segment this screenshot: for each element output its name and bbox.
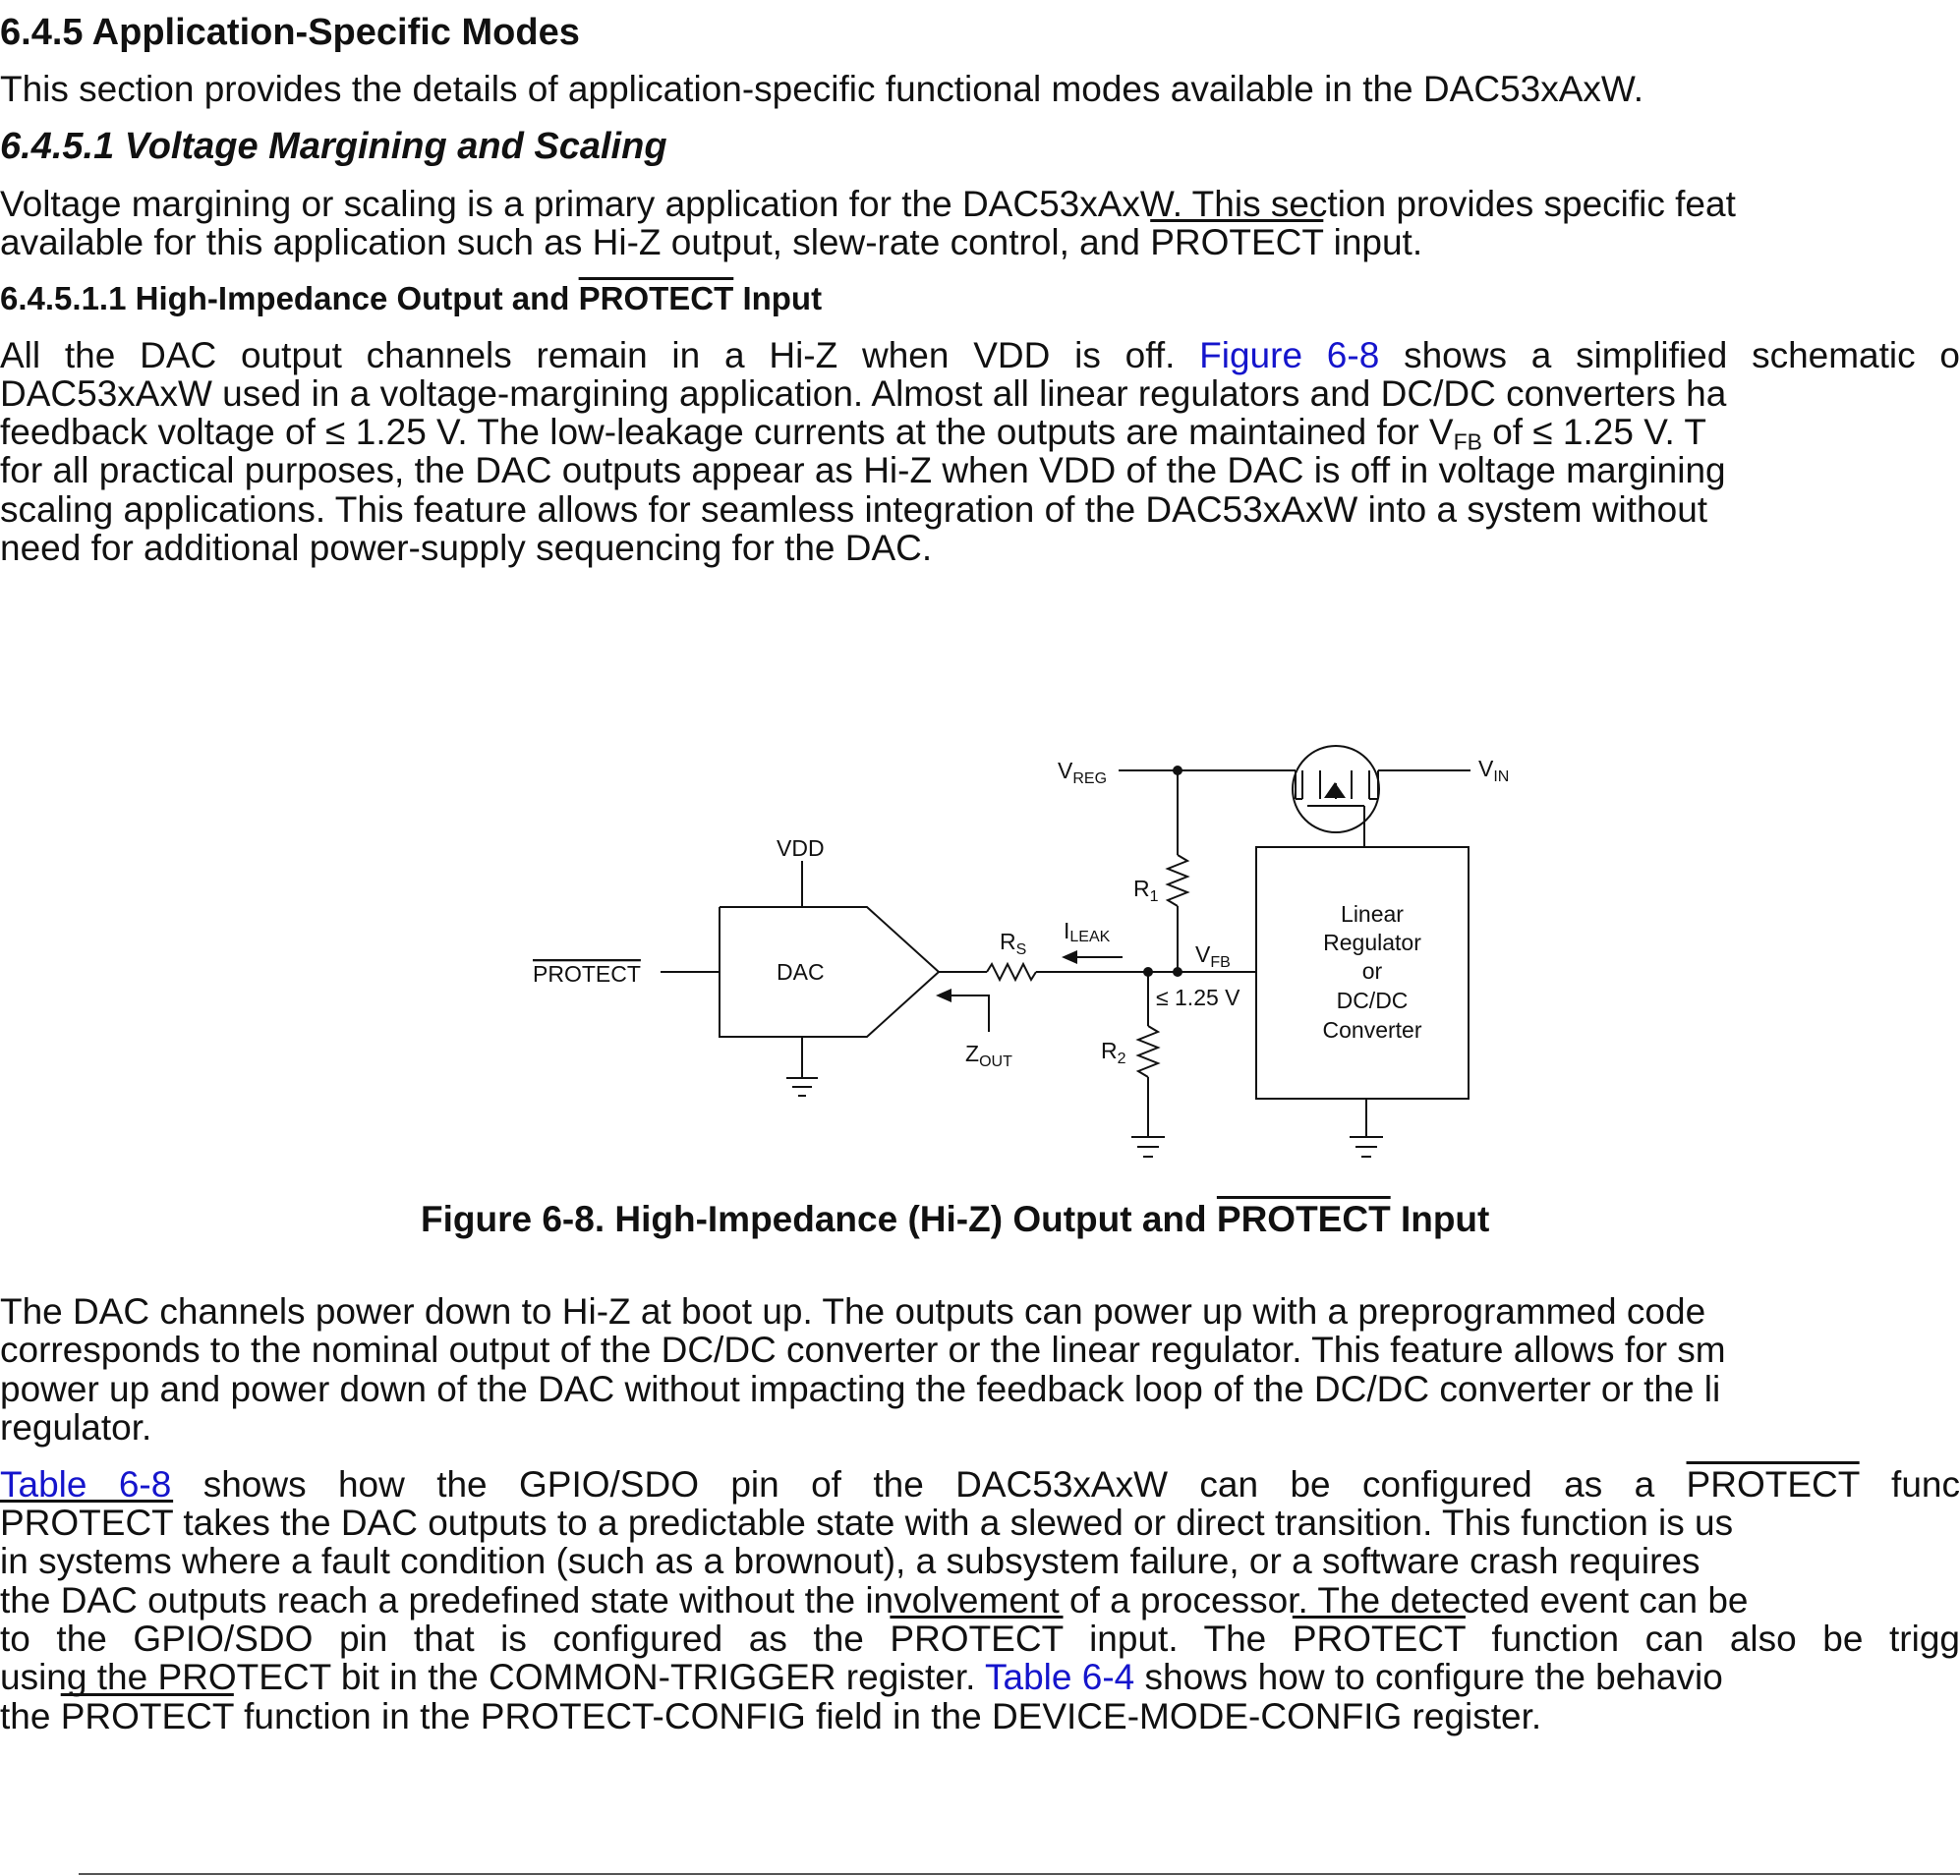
para2-line-4: regulator. xyxy=(0,1407,152,1448)
para3-line-4: the DAC outputs reach a predefined state… xyxy=(0,1580,1749,1620)
subsection-heading: 6.4.5.1 Voltage Margining and Scaling xyxy=(0,126,667,167)
para1-line-3: feedback voltage of ≤ 1.25 V. The low-le… xyxy=(0,412,1706,455)
svg-text:DC/DC: DC/DC xyxy=(1337,988,1409,1013)
label-ileak: ILEAK xyxy=(1064,918,1111,945)
para2-line-2: corresponds to the nominal output of the… xyxy=(0,1330,1726,1370)
para3-line-1: Table 6-8 shows how the GPIO/SDO pin of … xyxy=(0,1464,1960,1505)
table-6-8-link[interactable]: Table 6-8 xyxy=(0,1464,172,1505)
para1-line-2: DAC53xAxW used in a voltage-margining ap… xyxy=(0,373,1727,414)
para1-line-5: scaling applications. This feature allow… xyxy=(0,489,1708,530)
para3-line-5: to the GPIO/SDO pin that is configured a… xyxy=(0,1619,1960,1659)
para2-line-1: The DAC channels power down to Hi-Z at b… xyxy=(0,1291,1706,1332)
figure-caption: Figure 6-8. High-Impedance (Hi-Z) Output… xyxy=(421,1199,1490,1239)
bottom-rule xyxy=(79,1873,1960,1875)
svg-text:Linear: Linear xyxy=(1341,901,1404,927)
subsubsection-heading: 6.4.5.1.1 High-Impedance Output and PROT… xyxy=(0,280,823,316)
para1-line-1: All the DAC output channels remain in a … xyxy=(0,335,1960,375)
para1-line-4: for all practical purposes, the DAC outp… xyxy=(0,450,1726,490)
label-vreg: VREG xyxy=(1058,758,1107,787)
para1-line-6: need for additional power-supply sequenc… xyxy=(0,528,933,568)
svg-text:Regulator: Regulator xyxy=(1323,930,1421,955)
svg-text:or: or xyxy=(1362,958,1383,984)
label-r1: R1 xyxy=(1133,876,1159,905)
label-vdd: VDD xyxy=(777,835,825,861)
subsection-paragraph-line-1: Voltage margining or scaling is a primar… xyxy=(0,184,1736,224)
para3-line-6: using the PROTECT bit in the COMMON-TRIG… xyxy=(0,1657,1723,1697)
svg-text:Converter: Converter xyxy=(1323,1017,1422,1043)
label-dac: DAC xyxy=(777,959,825,985)
section-intro: This section provides the details of app… xyxy=(0,69,1644,109)
label-vin: VIN xyxy=(1478,756,1509,785)
figure-6-8-link[interactable]: Figure 6-8 xyxy=(1199,335,1380,375)
label-zout: ZOUT xyxy=(965,1041,1012,1070)
label-le-125v: ≤ 1.25 V xyxy=(1156,985,1240,1010)
label-vfb: VFB xyxy=(1195,941,1231,971)
label-protect: PROTECT xyxy=(533,961,641,987)
mosfet-circle xyxy=(1292,745,1380,833)
para2-line-3: power up and power down of the DAC witho… xyxy=(0,1369,1721,1409)
label-rs: RS xyxy=(1000,929,1026,958)
table-6-4-link[interactable]: Table 6-4 xyxy=(985,1657,1135,1697)
para3-line-2: PROTECT takes the DAC outputs to a predi… xyxy=(0,1503,1734,1543)
label-r2: R2 xyxy=(1101,1038,1126,1067)
section-heading: 6.4.5 Application-Specific Modes xyxy=(0,12,580,53)
para3-line-7: the PROTECT function in the PROTECT-CONF… xyxy=(0,1696,1542,1736)
subsection-paragraph-line-2: available for this application such as H… xyxy=(0,222,1423,262)
label-regulator: Linear Regulator or DC/DC Converter xyxy=(1323,901,1422,1043)
para3-line-3: in systems where a fault condition (such… xyxy=(0,1541,1701,1581)
protect-overline: PROTECT xyxy=(1150,222,1324,262)
